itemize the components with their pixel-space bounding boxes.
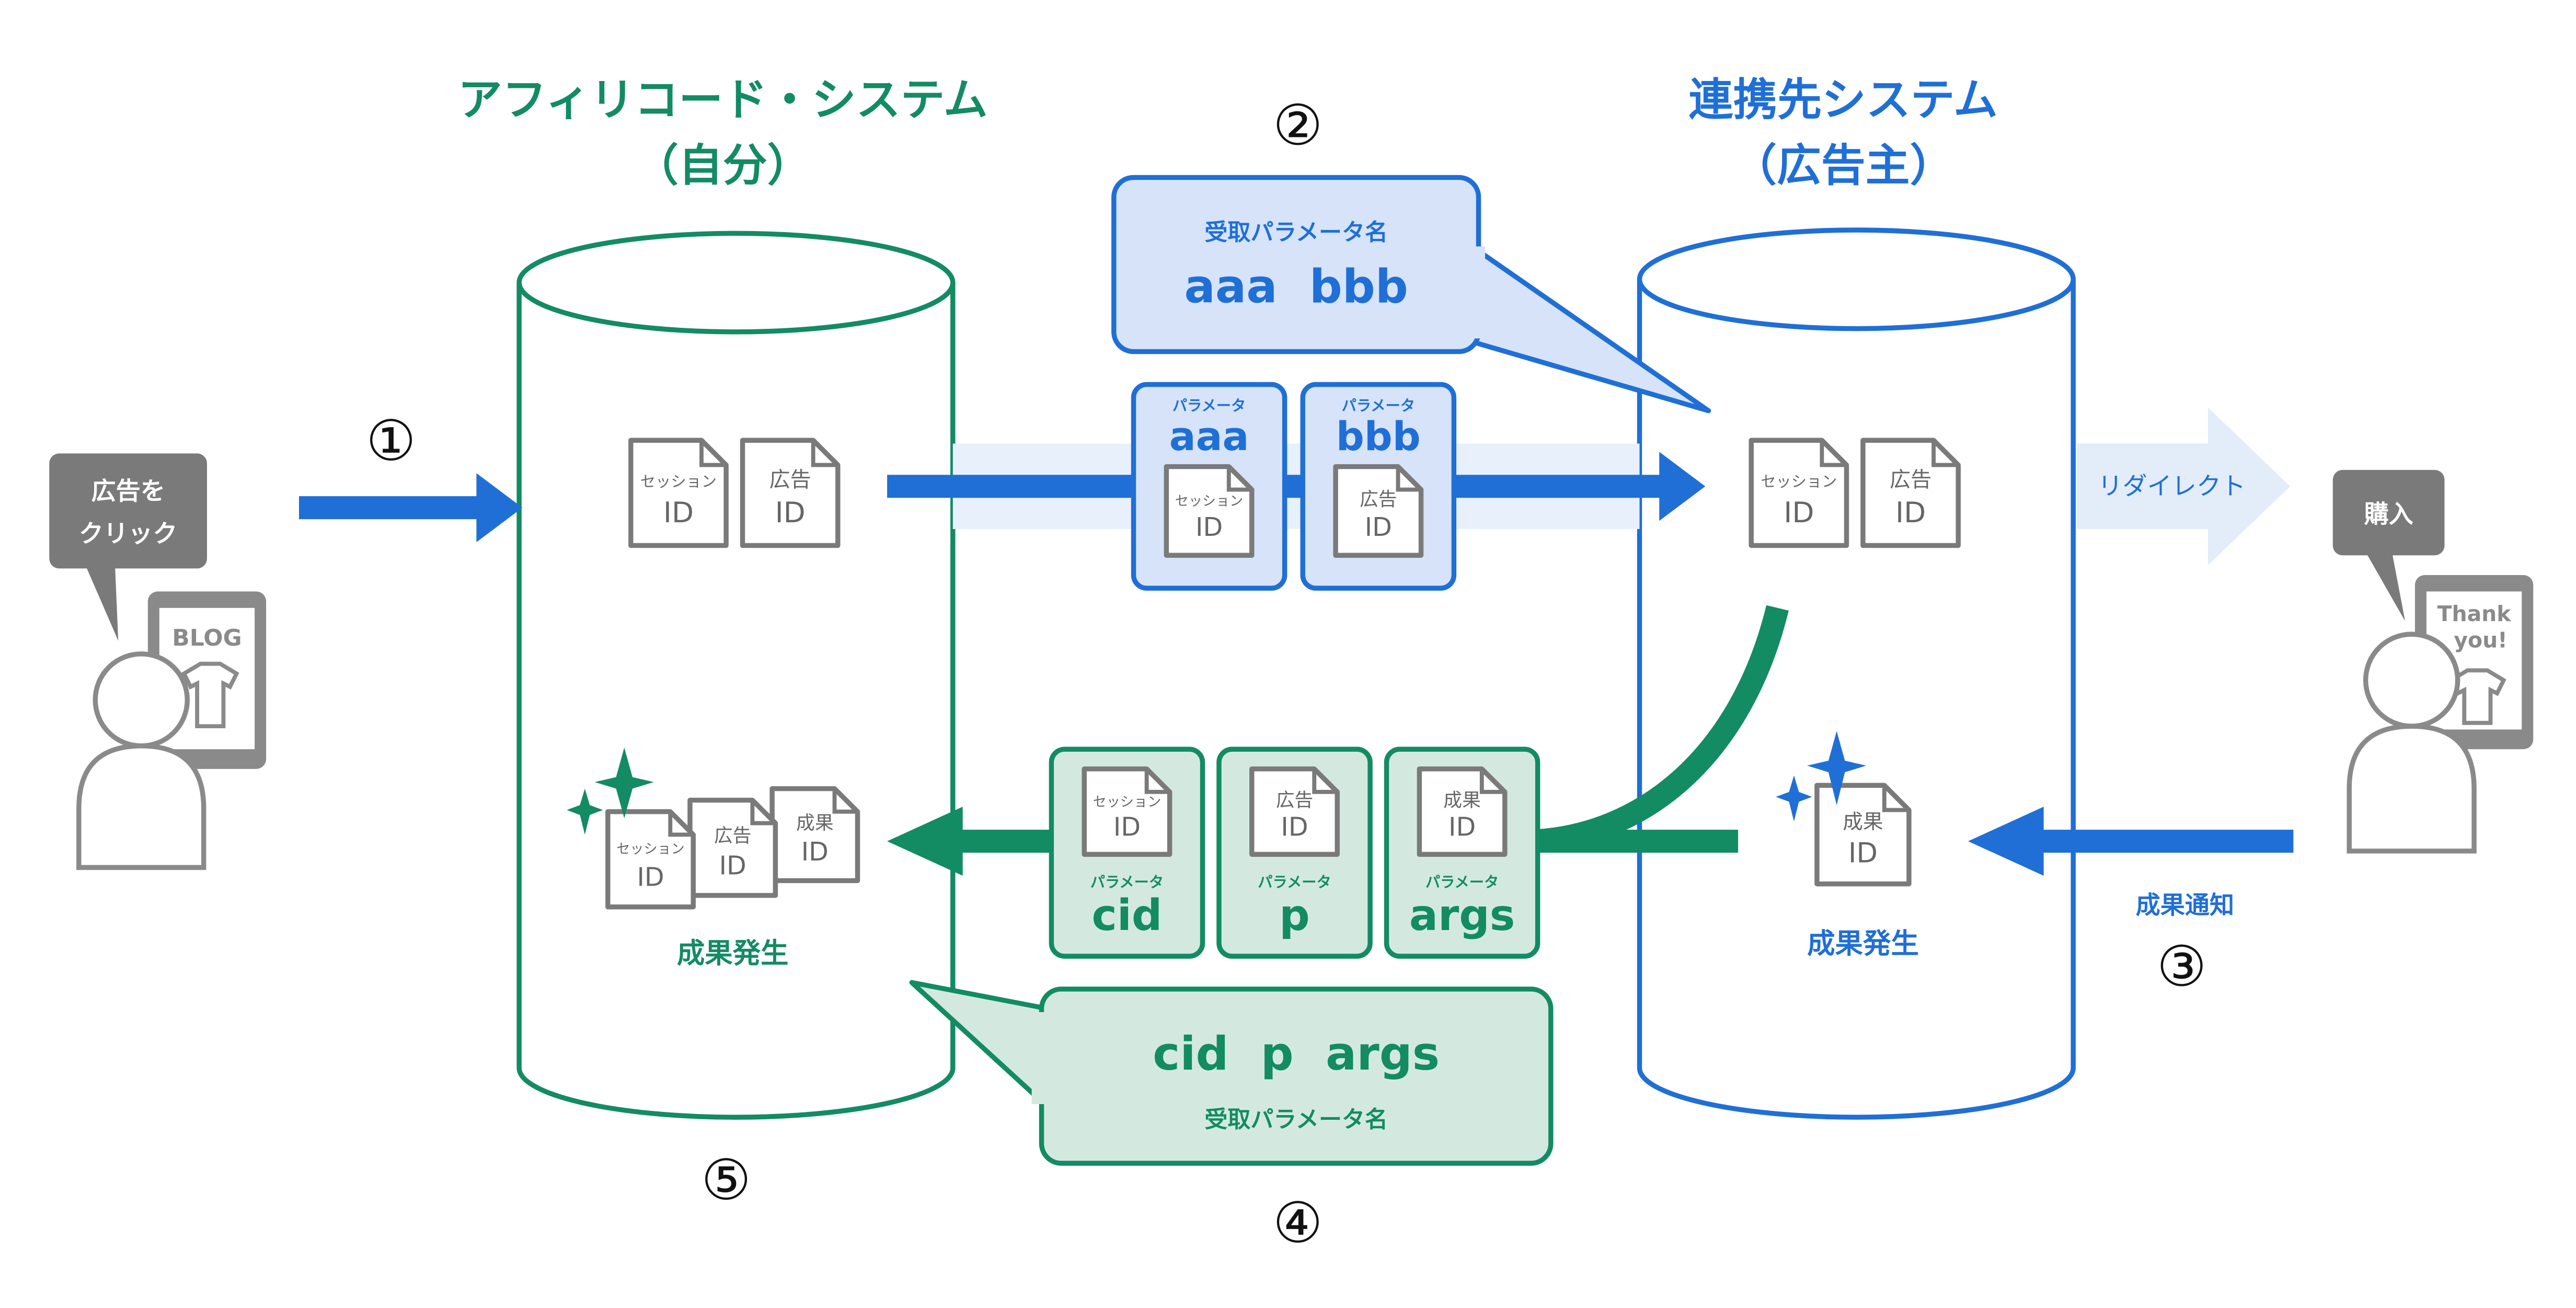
ad-click-speech-bubble — [49, 453, 207, 641]
top-callout-title: 受取パラメータ名 — [1204, 219, 1388, 246]
doc-id-text: ID — [775, 496, 806, 529]
doc-label: セッション — [1761, 473, 1837, 490]
right-system-title: 連携先システム — [1689, 74, 1998, 126]
doc-id-text: ID — [1448, 811, 1476, 842]
bottom-callout — [909, 980, 1554, 1166]
param-word: パラメータ — [1090, 874, 1164, 891]
sparkle-icon — [567, 747, 654, 835]
session-id-doc-icon: セッション ID — [605, 809, 696, 910]
result-id-doc-icon: 成果 ID — [1814, 783, 1912, 887]
result-occur-right-label: 成果発生 — [1807, 927, 1919, 960]
doc-id-text: ID — [719, 851, 746, 881]
doc-label: セッション — [1093, 795, 1161, 810]
doc-id-text: ID — [1895, 496, 1926, 529]
ad-click-label-line2: クリック — [79, 520, 178, 548]
step-1-marker: ① — [366, 409, 416, 474]
step-2-marker: ② — [1273, 94, 1323, 158]
step-4-marker: ④ — [1273, 1191, 1323, 1256]
bottom-callout-title: 受取パラメータ名 — [1204, 1106, 1388, 1133]
doc-id-text: ID — [1784, 496, 1814, 529]
param-name: cid — [1092, 891, 1163, 940]
doc-id-text: ID — [663, 496, 694, 529]
result-return-stub — [1527, 830, 1739, 853]
doc-label: 広告 — [1890, 468, 1931, 492]
doc-label: 成果 — [1443, 790, 1481, 811]
doc-id-text: ID — [1195, 512, 1223, 542]
redirect-label: リダイレクト — [2098, 472, 2246, 501]
ad-id-doc-icon: 広告 ID — [1860, 438, 1961, 548]
top-callout-values: aaa bbb — [1184, 259, 1408, 313]
param-word: パラメータ — [1425, 874, 1499, 891]
document-icons: セッションID広告IDセッションID広告ID成果ID広告IDセッションID成果I… — [605, 438, 1961, 910]
doc-label: 広告 — [769, 468, 811, 492]
left-system-subtitle: （自分） — [634, 140, 811, 192]
session-id-doc-icon: セッション ID — [1164, 464, 1255, 558]
right-system-cylinder — [1637, 227, 2076, 1120]
result-notify-label: 成果通知 — [2136, 891, 2235, 920]
param-word: パラメータ — [1342, 397, 1415, 415]
session-id-doc-icon: セッション ID — [628, 438, 729, 548]
result-notify-arrow — [1968, 807, 2294, 876]
doc-label: セッション — [616, 842, 684, 857]
blog-label: BLOG — [172, 625, 242, 651]
ad-id-doc-icon: 広告 ID — [687, 797, 778, 898]
user-left-avatar — [76, 651, 206, 870]
doc-id-text: ID — [1365, 512, 1392, 542]
purchase-label: 購入 — [2364, 500, 2413, 529]
step-3-marker: ③ — [2157, 935, 2207, 1000]
param-name: bbb — [1336, 414, 1421, 460]
top-callout — [1111, 175, 1711, 414]
redirect-arrow-light — [2076, 407, 2291, 566]
param-word: パラメータ — [1172, 397, 1246, 415]
doc-id-text: ID — [1848, 837, 1878, 869]
thankyou-label-line1: Thank — [2437, 601, 2512, 626]
doc-id-text: ID — [1281, 811, 1308, 842]
thankyou-label-line2: you! — [2454, 627, 2507, 652]
purchase-speech-bubble — [2332, 469, 2445, 621]
session-id-doc-icon: セッション ID — [1749, 438, 1849, 548]
doc-label: セッション — [640, 473, 717, 490]
param-name: args — [1409, 891, 1515, 940]
ad-id-doc-icon: 広告 ID — [740, 438, 841, 548]
result-return-arrow — [887, 807, 1058, 876]
doc-id-text: ID — [1113, 811, 1141, 842]
step-1-arrow — [298, 473, 523, 543]
ad-click-label-line1: 広告を — [91, 477, 165, 506]
param-name: aaa — [1169, 414, 1249, 460]
doc-label: 広告 — [1276, 790, 1314, 811]
user-right-avatar — [2347, 632, 2477, 854]
left-system-title: アフィリコード・システム — [458, 74, 988, 126]
right-system-subtitle: （広告主） — [1732, 140, 1954, 192]
doc-id-text: ID — [637, 862, 664, 892]
step-5-marker: ⑤ — [701, 1148, 751, 1213]
left-system-cylinder — [516, 231, 956, 1120]
doc-label: 広告 — [1360, 489, 1397, 510]
param-name: p — [1279, 891, 1310, 940]
doc-id-text: ID — [801, 836, 829, 867]
doc-label: 成果 — [796, 812, 834, 834]
bottom-callout-values: cid p args — [1153, 1027, 1440, 1081]
result-occur-left-label: 成果発生 — [677, 937, 789, 970]
doc-label: 広告 — [714, 825, 752, 847]
sparkle-icon — [1776, 731, 1867, 822]
doc-label: セッション — [1175, 494, 1243, 509]
param-word: パラメータ — [1258, 874, 1331, 891]
doc-label: 成果 — [1843, 810, 1883, 834]
